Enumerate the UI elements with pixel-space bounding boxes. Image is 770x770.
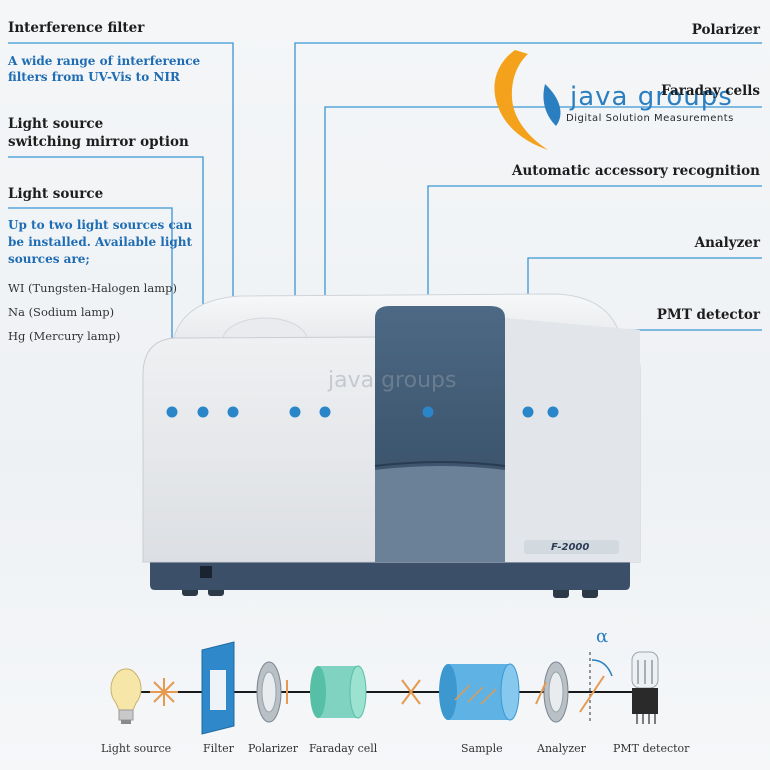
light-source-desc-3: sources are; bbox=[8, 252, 90, 266]
sample-icon bbox=[439, 663, 520, 721]
leader-interference-filter bbox=[8, 42, 234, 412]
caption-polarizer: Polarizer bbox=[248, 742, 298, 755]
angle-symbol: α bbox=[596, 626, 609, 647]
caption-faraday-cell: Faraday cell bbox=[309, 742, 378, 755]
light-source-desc-1: Up to two light sources can bbox=[8, 218, 193, 232]
lamp-option-2: Na (Sodium lamp) bbox=[8, 305, 115, 319]
angle-marker-icon bbox=[579, 652, 613, 722]
faraday-cell-icon bbox=[310, 665, 367, 719]
label-polarizer: Polarizer bbox=[691, 22, 760, 38]
caption-pmt-detector: PMT detector bbox=[613, 742, 690, 755]
light-source-desc-2: be installed. Available light bbox=[8, 235, 193, 249]
label-faraday-cells: Faraday cells bbox=[661, 83, 760, 99]
label-pmt-detector: PMT detector bbox=[656, 307, 760, 323]
unpolarized-light-icon bbox=[150, 678, 178, 706]
caption-filter: Filter bbox=[203, 742, 234, 755]
caption-sample: Sample bbox=[461, 742, 503, 755]
caption-analyzer: Analyzer bbox=[537, 742, 586, 755]
lamp-option-1: WI (Tungsten-Halogen lamp) bbox=[8, 281, 177, 295]
label-switching-mirror-2: switching mirror option bbox=[8, 134, 189, 150]
label-analyzer: Analyzer bbox=[694, 235, 760, 251]
model-label: F-2000 bbox=[551, 542, 590, 553]
interference-filter-desc-2: filters from UV-Vis to NIR bbox=[8, 70, 180, 84]
label-light-source: Light source bbox=[8, 186, 104, 202]
caption-light-source: Light source bbox=[101, 742, 172, 755]
polarizer-icon bbox=[256, 661, 288, 723]
bulb-icon bbox=[110, 668, 142, 724]
rotation-marker-icon bbox=[401, 679, 421, 705]
label-switching-mirror-1: Light source bbox=[8, 116, 104, 132]
logo-tagline: Digital Solution Measurements bbox=[566, 113, 734, 124]
logo-wordmark: java groups bbox=[570, 82, 733, 112]
lamp-option-3: Hg (Mercury lamp) bbox=[8, 329, 121, 343]
label-auto-accessory: Automatic accessory recognition bbox=[512, 163, 760, 179]
leader-polarizer bbox=[294, 42, 762, 412]
interference-filter-desc-1: A wide range of interference bbox=[8, 54, 201, 68]
filter-icon bbox=[201, 641, 235, 735]
pmt-detector-icon bbox=[631, 651, 659, 724]
label-interference-filter: Interference filter bbox=[8, 20, 145, 36]
analyzer-icon bbox=[535, 661, 569, 723]
watermark: java groups bbox=[328, 368, 457, 393]
